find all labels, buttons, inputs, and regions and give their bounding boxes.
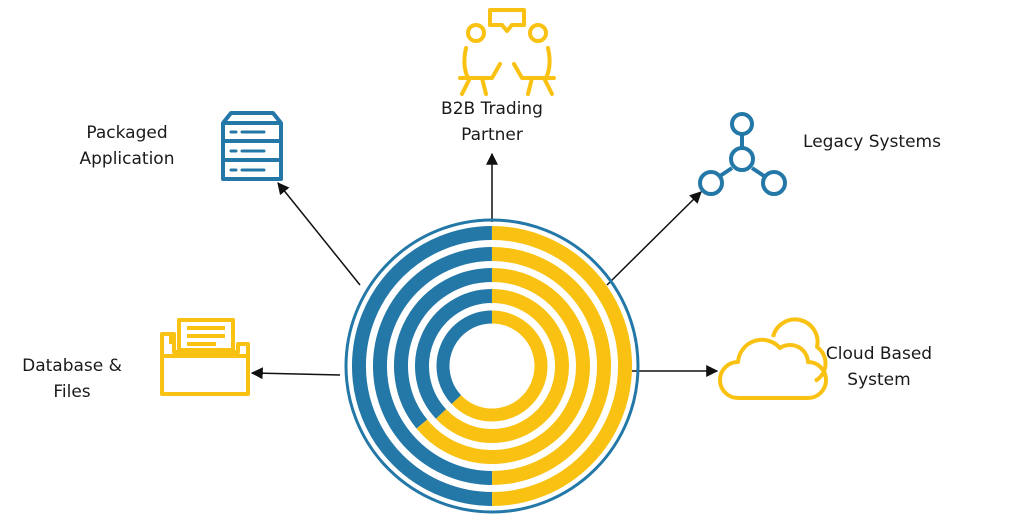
hub-ring-4-blue-arc bbox=[415, 289, 493, 419]
hub-ring-5-yellow-arc bbox=[451, 310, 548, 422]
arrow-to-database bbox=[250, 367, 341, 380]
hub-ring-3-blue-arc bbox=[393, 268, 493, 429]
legacy-label: Legacy Systems bbox=[803, 132, 941, 152]
cloud-label-line2: System bbox=[847, 370, 910, 390]
hub-rings bbox=[344, 218, 640, 514]
b2b-label-line2: Partner bbox=[461, 125, 523, 145]
hub-ring-1-blue-arc bbox=[351, 226, 493, 506]
b2b-label-line1: B2B Trading bbox=[441, 99, 543, 119]
connector-arrows bbox=[250, 152, 719, 380]
meeting-icon bbox=[458, 8, 556, 96]
database-label-line2: Files bbox=[53, 382, 90, 402]
hub-ring-5-blue-arc bbox=[436, 310, 493, 404]
file-folder-icon bbox=[160, 318, 250, 396]
hub-ring-4-yellow-arc bbox=[435, 289, 569, 443]
arrow-to-packaged bbox=[277, 182, 361, 286]
network-nodes-icon bbox=[698, 112, 787, 196]
server-icon bbox=[221, 111, 283, 181]
hub-ring-3-yellow-arc bbox=[416, 268, 590, 464]
hub-outer-outline bbox=[344, 218, 640, 514]
cloud-label-line1: Cloud Based bbox=[826, 344, 932, 364]
cloud-icon bbox=[718, 317, 828, 400]
database-label-line1: Database & bbox=[22, 356, 122, 376]
packaged-label-line2: Application bbox=[80, 149, 175, 169]
hub-ring-2-yellow-arc bbox=[491, 247, 612, 485]
hub-ring-1-yellow-arc bbox=[491, 226, 633, 506]
arrow-to-legacy bbox=[606, 191, 702, 286]
hub-ring-2-blue-arc bbox=[372, 247, 493, 485]
packaged-label-line1: Packaged bbox=[86, 123, 167, 143]
